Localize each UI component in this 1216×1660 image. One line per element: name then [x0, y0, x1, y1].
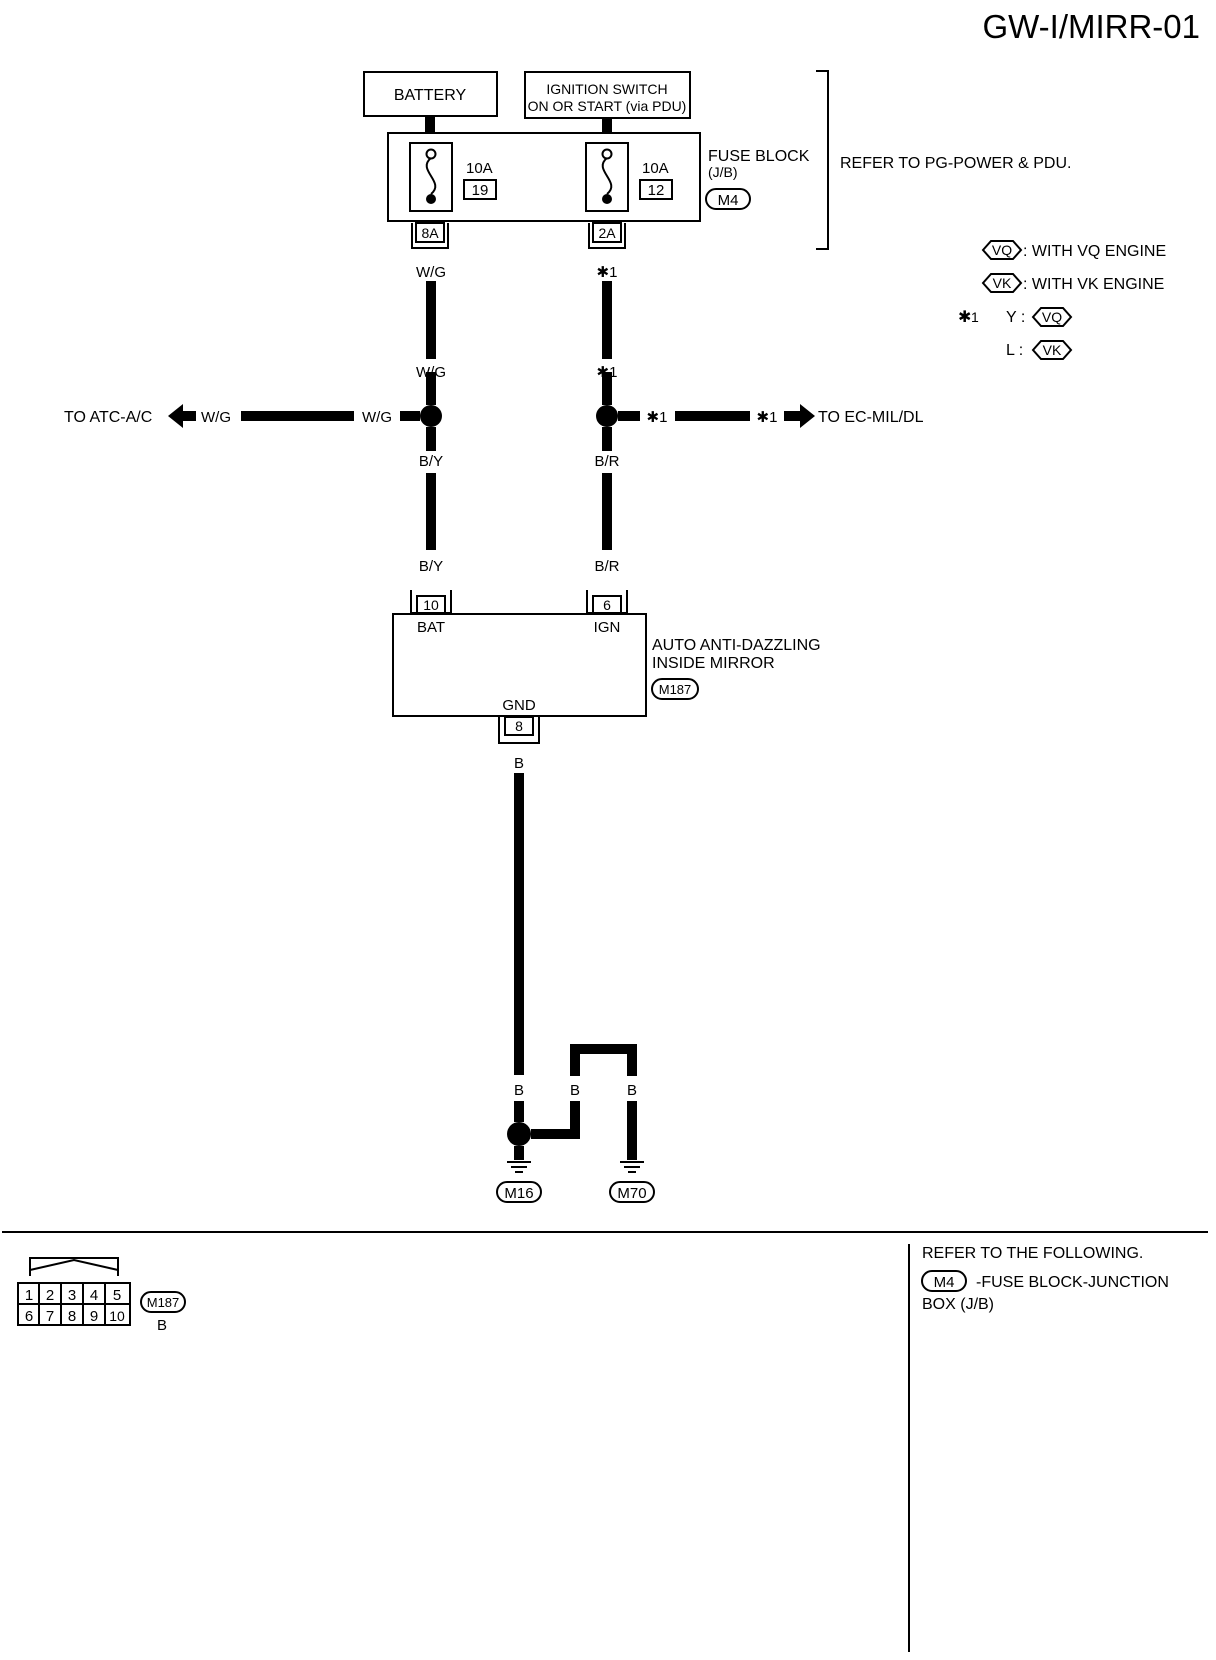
fuse-right-amp: 10A — [642, 160, 669, 177]
wire-label-b-jumper-left: B — [570, 1082, 580, 1099]
wire-label-wg-branch-far: W/G — [201, 409, 231, 426]
legend-vq-text: : WITH VQ ENGINE — [1023, 243, 1166, 260]
conn-pin-1: 1 — [25, 1287, 33, 1304]
wire-label-b-gnd-top: B — [514, 755, 524, 772]
fuse-left — [409, 142, 453, 212]
conn-view-color: B — [157, 1317, 167, 1334]
branch-right-dest: TO EC-MIL/DL — [818, 409, 924, 426]
conn-pin-8: 8 — [68, 1308, 76, 1325]
pin-bat: 10 — [423, 597, 439, 613]
refer-power-text: REFER TO PG-POWER & PDU. — [840, 155, 1071, 172]
fuse-left-amp: 10A — [466, 160, 493, 177]
arrow-right — [784, 404, 815, 428]
conn-pin-9: 9 — [90, 1308, 98, 1325]
wire-label-br-top: B/R — [594, 453, 619, 470]
wire-label-br-bottom: B/R — [594, 558, 619, 575]
pin-gnd: 8 — [515, 718, 523, 734]
legend-star: ✱ — [958, 309, 971, 326]
mirror-bat-label: BAT — [417, 619, 445, 636]
ignition-label-1: IGNITION SWITCH — [546, 81, 667, 97]
wire-label-b-gnd-bottom: B — [514, 1082, 524, 1099]
fuse-right-number: 12 — [648, 182, 665, 199]
conn-pin-4: 4 — [90, 1287, 98, 1304]
legend-vk-text: : WITH VK ENGINE — [1023, 276, 1164, 293]
mirror-label-2: INSIDE MIRROR — [652, 655, 775, 672]
fuse-left-number: 19 — [472, 182, 489, 199]
conn-pin-10: 10 — [109, 1308, 125, 1324]
refer-following-heading: REFER TO THE FOLLOWING. — [922, 1245, 1143, 1262]
wire-label-star-branch-near: ✱1 — [647, 409, 668, 426]
mirror-connector: M187 — [659, 682, 692, 697]
wire-label-wg-top: W/G — [416, 264, 446, 281]
ground-m70: M70 — [617, 1185, 646, 1202]
arrow-left — [168, 404, 196, 428]
conn-pin-7: 7 — [46, 1308, 54, 1325]
mirror-label-1: AUTO ANTI-DAZZLING — [652, 637, 821, 654]
wire-label-star-branch-far: ✱1 — [757, 409, 778, 426]
refer-following-connector: M4 — [934, 1274, 955, 1291]
terminal-2a: 2A — [598, 225, 616, 241]
conn-pin-2: 2 — [46, 1287, 54, 1304]
fuse-block-label-2: (J/B) — [708, 164, 738, 180]
fuse-block — [387, 132, 701, 222]
fuse-block-connector: M4 — [718, 192, 739, 209]
splice-ground — [507, 1122, 531, 1146]
refer-following-line1: -FUSE BLOCK-JUNCTION — [976, 1274, 1169, 1291]
legend-l-tag: VK — [1043, 342, 1062, 358]
conn-view-id: M187 — [147, 1295, 180, 1310]
ignition-box — [524, 71, 691, 119]
fuse-right — [585, 142, 629, 212]
refer-bracket — [816, 70, 829, 250]
battery-box — [363, 71, 498, 117]
refer-following-line2: BOX (J/B) — [922, 1296, 994, 1313]
splice-left — [420, 405, 442, 427]
ignition-label-2: ON OR START (via PDU) — [528, 98, 687, 114]
page-title: GW-I/MIRR-01 — [982, 8, 1200, 45]
wire-label-by-top: B/Y — [419, 453, 443, 470]
conn-pin-3: 3 — [68, 1287, 76, 1304]
conn-pin-5: 5 — [113, 1287, 121, 1304]
ground-m16: M16 — [504, 1185, 533, 1202]
legend-vk-tag: VK — [993, 275, 1012, 291]
fuse-block-label-1: FUSE BLOCK — [708, 148, 810, 165]
splice-right — [596, 405, 618, 427]
wire-label-b-jumper-right: B — [627, 1082, 637, 1099]
legend-y-tag: VQ — [1042, 309, 1062, 325]
wire-label-wg-branch-near: W/G — [362, 409, 392, 426]
mirror-ign-label: IGN — [594, 619, 621, 636]
wire-label-by-bottom: B/Y — [419, 558, 443, 575]
conn-pin-6: 6 — [25, 1308, 33, 1325]
legend-vq-tag: VQ — [992, 242, 1012, 258]
pin-ign: 6 — [603, 597, 611, 613]
wire-label-star-top: ✱1 — [597, 264, 618, 281]
terminal-8a: 8A — [421, 225, 439, 241]
legend-star-num: 1 — [971, 309, 979, 325]
battery-label: BATTERY — [394, 87, 467, 104]
legend-l-label: L : — [1006, 342, 1023, 359]
branch-left-dest: TO ATC-A/C — [64, 409, 152, 426]
mirror-gnd-label: GND — [502, 697, 536, 714]
legend-y-label: Y : — [1006, 309, 1025, 326]
connector-face-view: 1 2 3 4 5 6 7 8 9 10 M187 B — [17, 1257, 186, 1334]
